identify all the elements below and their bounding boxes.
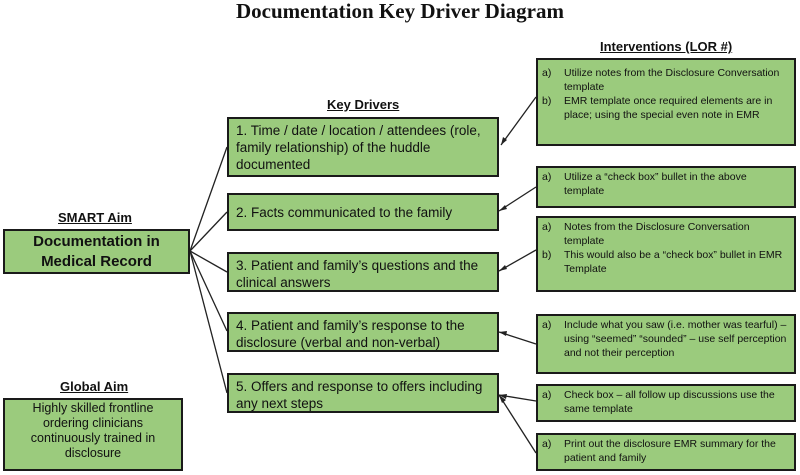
intervention-label: b): [542, 249, 552, 261]
key-driver-1: 1. Time / date / location / attendees (r…: [227, 117, 499, 177]
connector-aim-driver-5: [189, 250, 228, 394]
intervention-item: a) Utilize notes from the Disclosure Con…: [542, 66, 788, 94]
arrowhead-2: [499, 205, 507, 211]
intervention-group-4: a) Include what you saw (i.e. mother was…: [536, 314, 796, 374]
global-aim-box: Highly skilled frontline ordering clinic…: [3, 398, 183, 471]
key-driver-5-text: 5. Offers and response to offers includi…: [236, 379, 483, 411]
intervention-group-6: a) Print out the disclosure EMR summary …: [536, 433, 796, 471]
intervention-text: Check box – all follow up discussions us…: [564, 389, 775, 415]
intervention-item: a) Utilize a “check box” bullet in the a…: [542, 170, 788, 198]
arrowhead-6: [499, 395, 506, 403]
intervention-group-3: a) Notes from the Disclosure Conversatio…: [536, 216, 796, 292]
intervention-label: a): [542, 171, 552, 183]
key-driver-2-text: 2. Facts communicated to the family: [236, 204, 453, 220]
connector-intv-6: [498, 394, 537, 454]
global-aim-text: Highly skilled frontline ordering clinic…: [30, 401, 156, 460]
arrowhead-5: [499, 394, 507, 399]
intervention-item: a) Include what you saw (i.e. mother was…: [542, 318, 788, 360]
intervention-item: b) EMR template once required elements a…: [542, 94, 788, 122]
intervention-group-1: a) Utilize notes from the Disclosure Con…: [536, 58, 796, 146]
intervention-label: a): [542, 389, 552, 401]
intervention-label: b): [542, 95, 552, 107]
intervention-item: a) Notes from the Disclosure Conversatio…: [542, 220, 788, 248]
connector-aim-driver-1: [189, 146, 228, 252]
intervention-group-2: a) Utilize a “check box” bullet in the a…: [536, 166, 796, 208]
key-driver-3: 3. Patient and family’s questions and th…: [227, 252, 499, 292]
connector-aim-driver-2: [189, 211, 228, 252]
smart-aim-text: Documentation in Medical Record: [33, 232, 160, 270]
intervention-text: This would also be a “check box” bullet …: [564, 249, 783, 275]
intervention-text: Utilize a “check box” bullet in the abov…: [564, 171, 747, 197]
interventions-header: Interventions (LOR #): [600, 39, 733, 54]
arrowhead-3: [499, 265, 507, 271]
arrowhead-1: [501, 137, 507, 145]
intervention-text: Include what you saw (i.e. mother was te…: [564, 319, 787, 359]
intervention-item: a) Print out the disclosure EMR summary …: [542, 437, 788, 465]
connector-aim-driver-4: [189, 250, 228, 332]
key-driver-5: 5. Offers and response to offers includi…: [227, 373, 499, 413]
intervention-label: a): [542, 319, 552, 331]
intervention-label: a): [542, 67, 552, 79]
intervention-text: Notes from the Disclosure Conversation t…: [564, 221, 750, 247]
key-driver-2: 2. Facts communicated to the family: [227, 193, 499, 231]
intervention-text: Utilize notes from the Disclosure Conver…: [564, 67, 780, 93]
intervention-text: Print out the disclosure EMR summary for…: [564, 438, 776, 464]
intervention-text: EMR template once required elements are …: [564, 95, 773, 121]
intervention-label: a): [542, 438, 552, 450]
smart-aim-box: Documentation in Medical Record: [3, 229, 190, 274]
intervention-label: a): [542, 221, 552, 233]
connector-aim-driver-3: [189, 250, 228, 273]
diagram-title: Documentation Key Driver Diagram: [236, 0, 564, 23]
intervention-item: b) This would also be a “check box” bull…: [542, 248, 788, 276]
intervention-item: a) Check box – all follow up discussions…: [542, 388, 788, 416]
key-driver-1-text: 1. Time / date / location / attendees (r…: [236, 123, 481, 172]
global-aim-header: Global Aim: [60, 379, 129, 394]
key-driver-3-text: 3. Patient and family’s questions and th…: [236, 258, 479, 290]
key-driver-4: 4. Patient and family’s response to the …: [227, 312, 499, 352]
key-drivers-header: Key Drivers: [327, 97, 400, 112]
arrowhead-4: [499, 331, 507, 336]
connector-intv-1: [500, 96, 537, 146]
intervention-group-5: a) Check box – all follow up discussions…: [536, 384, 796, 422]
key-driver-4-text: 4. Patient and family’s response to the …: [236, 318, 465, 350]
smart-aim-header: SMART Aim: [58, 210, 132, 225]
